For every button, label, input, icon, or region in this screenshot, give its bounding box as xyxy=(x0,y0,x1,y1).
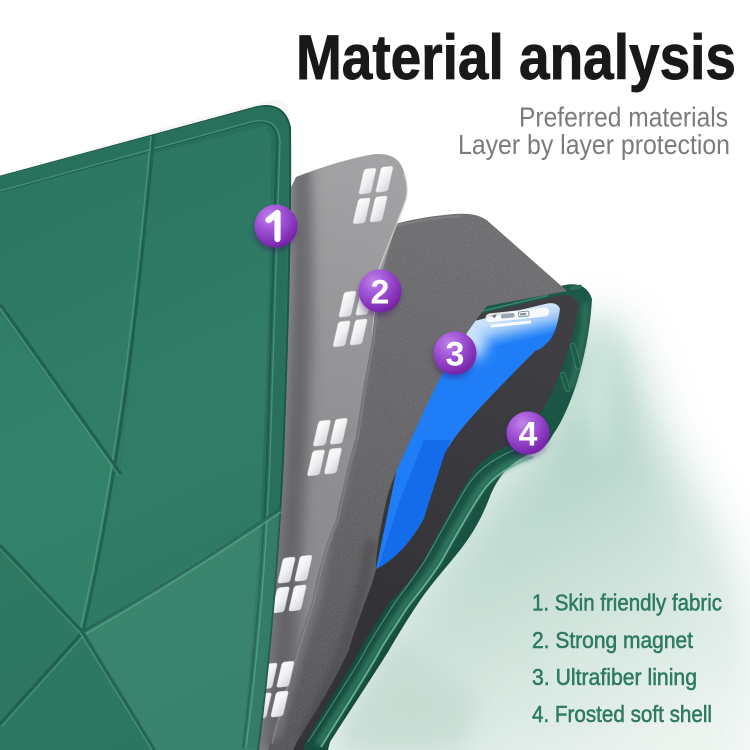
svg-text:Layer by layer protection: Layer by layer protection xyxy=(458,129,730,160)
svg-text:Material analysis: Material analysis xyxy=(296,23,736,93)
svg-text:2. Strong magnet: 2. Strong magnet xyxy=(532,627,693,653)
svg-text:Preferred materials: Preferred materials xyxy=(519,102,728,133)
svg-text:4. Frosted soft shell: 4. Frosted soft shell xyxy=(532,701,712,727)
svg-text:3: 3 xyxy=(446,336,465,374)
svg-text:3. Ultrafiber lining: 3. Ultrafiber lining xyxy=(532,664,697,690)
svg-text:1. Skin friendly fabric: 1. Skin friendly fabric xyxy=(532,590,722,616)
svg-text:2: 2 xyxy=(371,274,390,312)
svg-text:4: 4 xyxy=(519,416,538,454)
